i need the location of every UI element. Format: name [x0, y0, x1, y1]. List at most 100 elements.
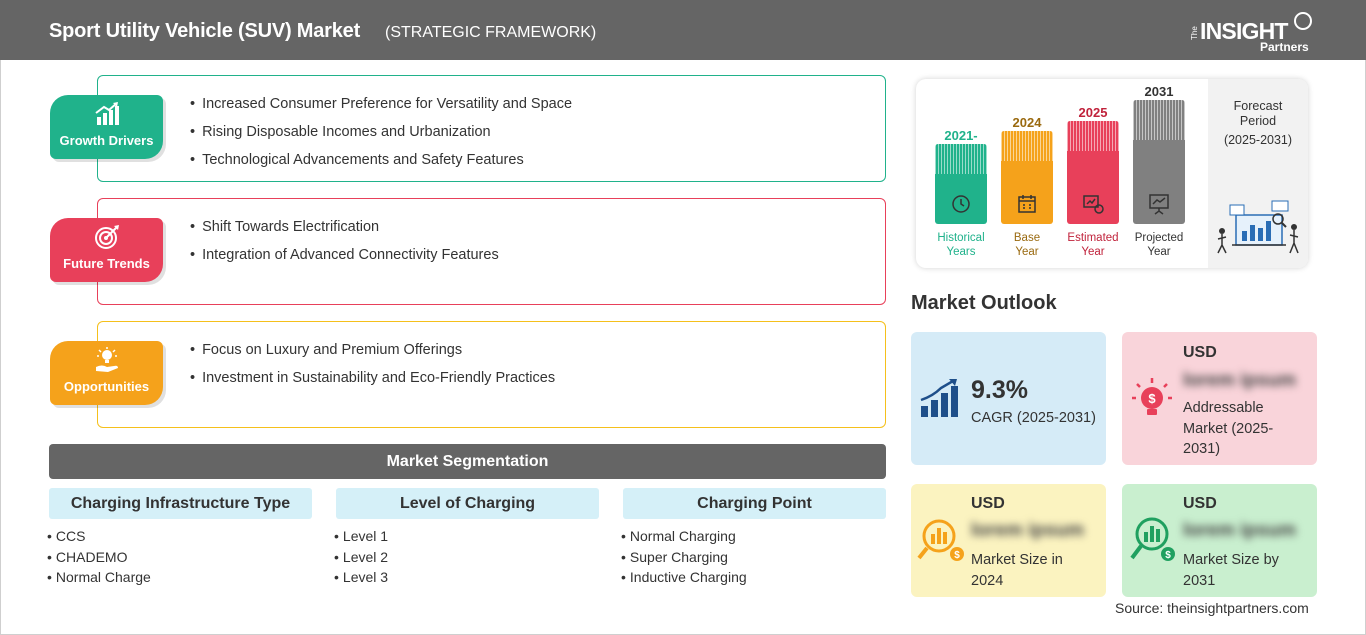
- forecast-label: Forecast Period: [1233, 99, 1283, 128]
- timeline-year: 2024: [1012, 115, 1042, 130]
- list-item: Level 1: [334, 526, 388, 547]
- badge-label: Opportunities: [63, 379, 150, 394]
- market-size-2024-value: lorem ipsum: [971, 520, 1084, 541]
- list-item: Level 3: [334, 567, 388, 588]
- growth-chart-icon: [95, 102, 119, 125]
- list-item: Super Charging: [621, 547, 747, 568]
- timeline-bar: [935, 144, 987, 224]
- logo-partners: Partners: [1260, 40, 1309, 54]
- growth-drivers-box: Increased Consumer Preference for Versat…: [97, 75, 886, 182]
- calendar-icon: [1018, 195, 1036, 213]
- segment-head-charging-point: Charging Point: [623, 488, 886, 519]
- timeline-year: 2031: [1144, 84, 1174, 99]
- list-item: Increased Consumer Preference for Versat…: [190, 94, 572, 122]
- addressable-label: Addressable Market (2025-2031): [1183, 400, 1274, 457]
- analytics-illustration-icon: [1217, 200, 1299, 254]
- idea-dollar-icon: $: [1132, 378, 1172, 415]
- caption-line: Estimated: [1067, 232, 1119, 244]
- usd-label: USD: [1183, 344, 1217, 361]
- history-icon: [952, 195, 970, 213]
- segmentation-title: Market Segmentation: [49, 444, 886, 479]
- segment-head-charging-infrastructure: Charging Infrastructure Type: [49, 488, 312, 519]
- caption-line: Year: [1147, 246, 1171, 258]
- cagr-card: 9.3% CAGR (2025-2031): [911, 332, 1106, 465]
- page-header: Sport Utility Vehicle (SUV) Market (STRA…: [0, 0, 1366, 60]
- timeline-bar: [1133, 100, 1185, 224]
- page-title: Sport Utility Vehicle (SUV) Market: [49, 20, 361, 42]
- logo-brand: INSIGHT: [1200, 18, 1288, 44]
- caption-line: Base: [1013, 232, 1041, 244]
- list-item: Focus on Luxury and Premium Offerings: [190, 340, 555, 368]
- logo-the: The: [1190, 26, 1199, 40]
- market-outlook-title: Market Outlook: [911, 292, 1057, 314]
- list-item: Rising Disposable Incomes and Urbanizati…: [190, 122, 572, 150]
- page-subtitle: (STRATEGIC FRAMEWORK): [385, 24, 597, 41]
- insight-partners-logo[interactable]: The INSIGHT Partners: [1190, 10, 1320, 54]
- caption-line: Projected: [1134, 232, 1184, 244]
- timeline-bar: [1067, 121, 1119, 224]
- market-size-2024-card: USD lorem ipsum $ Market Size in 2024: [911, 484, 1106, 597]
- forecast-panel: Forecast Period (2025-2031): [1208, 79, 1308, 268]
- svg-text:$: $: [1148, 391, 1156, 406]
- growth-drivers-list: Increased Consumer Preference for Versat…: [190, 94, 572, 178]
- market-analysis-icon: $: [917, 519, 964, 561]
- logo-ring-icon: [1294, 12, 1312, 30]
- usd-label: USD: [1183, 495, 1217, 512]
- cagr-value: 9.3%: [971, 376, 1028, 404]
- market-forecast-icon: $: [1130, 517, 1175, 561]
- segment-list-charging-infrastructure: CCS CHADEMO Normal Charge: [47, 526, 151, 588]
- opportunities-badge: Opportunities: [50, 341, 163, 405]
- segment-head-level-of-charging: Level of Charging: [336, 488, 599, 519]
- caption-line: Year: [1081, 246, 1105, 258]
- segment-list-level-of-charging: Level 1 Level 2 Level 3: [334, 526, 388, 588]
- future-trends-list: Shift Towards Electrification Integratio…: [190, 217, 499, 273]
- market-size-2031-label: Market Size by 2031: [1183, 552, 1279, 589]
- badge-label: Growth Drivers: [59, 133, 154, 148]
- list-item: CCS: [47, 526, 151, 547]
- growth-bars-icon: [920, 379, 958, 417]
- list-item: Shift Towards Electrification: [190, 217, 499, 245]
- list-item: CHADEMO: [47, 547, 151, 568]
- timeline-year: 2025: [1078, 105, 1108, 120]
- addressable-market-card: USD lorem ipsum $ Addressable Market (20…: [1122, 332, 1317, 465]
- segment-list-charging-point: Normal Charging Super Charging Inductive…: [621, 526, 747, 588]
- idea-hand-icon: [96, 347, 118, 372]
- addressable-value: lorem ipsum: [1183, 370, 1296, 391]
- list-item: Level 2: [334, 547, 388, 568]
- future-trends-badge: Future Trends: [50, 218, 163, 282]
- forecast-period: (2025-2031): [1223, 133, 1293, 147]
- cagr-label: CAGR (2025-2031): [971, 410, 1096, 426]
- opportunities-list: Focus on Luxury and Premium Offerings In…: [190, 340, 555, 396]
- market-size-2024-label: Market Size in 2024: [971, 552, 1063, 589]
- caption-line: Historical: [937, 232, 985, 244]
- badge-label: Future Trends: [63, 256, 150, 271]
- list-item: Inductive Charging: [621, 567, 747, 588]
- list-item: Normal Charge: [47, 567, 151, 588]
- future-trends-box: Shift Towards Electrification Integratio…: [97, 198, 886, 305]
- list-item: Technological Advancements and Safety Fe…: [190, 150, 572, 178]
- caption-line: Year: [1015, 246, 1039, 258]
- list-item: Integration of Advanced Connectivity Fea…: [190, 245, 499, 273]
- market-size-2031-card: USD lorem ipsum $ Market Size by 2031: [1122, 484, 1317, 597]
- svg-text:$: $: [1165, 550, 1171, 561]
- presentation-icon: [1149, 194, 1169, 215]
- estimate-icon: [1083, 195, 1104, 214]
- opportunities-box: Focus on Luxury and Premium Offerings In…: [97, 321, 886, 428]
- target-icon: [95, 225, 119, 249]
- list-item: Investment in Sustainability and Eco-Fri…: [190, 368, 555, 396]
- growth-drivers-badge: Growth Drivers: [50, 95, 163, 159]
- source-credit: Source: theinsightpartners.com: [1115, 600, 1309, 616]
- usd-label: USD: [971, 495, 1005, 512]
- caption-line: Years: [946, 246, 976, 258]
- svg-text:$: $: [954, 550, 960, 561]
- market-size-2031-value: lorem ipsum: [1183, 520, 1296, 541]
